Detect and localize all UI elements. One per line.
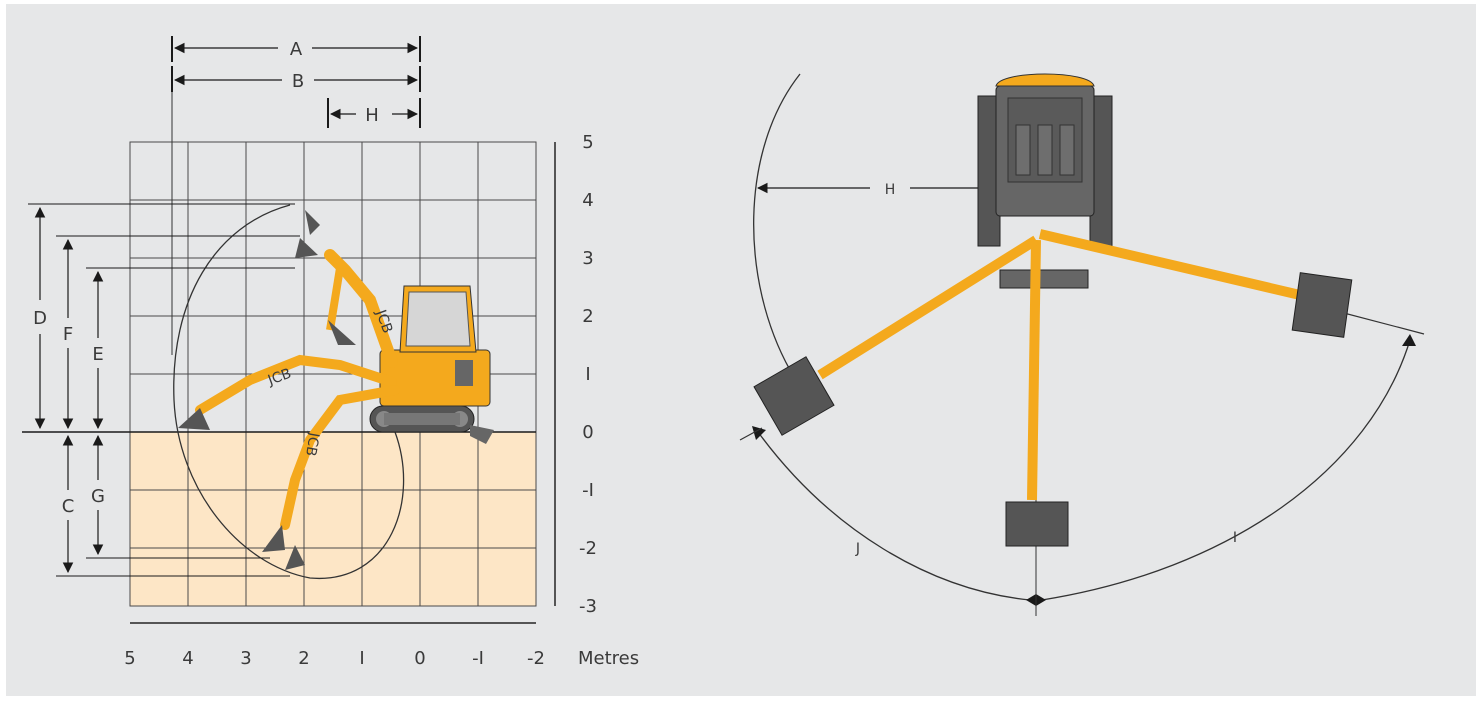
dimension-d: D <box>33 206 47 430</box>
label-a: A <box>290 39 303 60</box>
dimension-c: C <box>62 434 75 574</box>
vtick-neg1: -I <box>582 480 594 501</box>
htick-0: 0 <box>414 648 425 669</box>
vertical-scale-labels: 5 4 3 2 I 0 -I -2 -3 <box>579 132 597 617</box>
dimension-e: E <box>92 270 104 430</box>
htick-1: I <box>359 648 364 669</box>
label-h-top: H <box>885 182 896 198</box>
excavator-side-illustration: JCB JCB JCB <box>178 210 494 570</box>
vtick-neg3: -3 <box>579 596 597 617</box>
arm-logo-upper: JCB <box>372 307 395 336</box>
dimension-h-side: H <box>327 98 421 128</box>
arm-logo-left: JCB <box>265 366 294 389</box>
label-e: E <box>92 344 103 365</box>
dimension-f: F <box>62 238 74 430</box>
htick-neg2: -2 <box>527 648 545 669</box>
reach-envelope <box>173 204 405 579</box>
vtick-2: 2 <box>582 306 593 327</box>
label-c: C <box>62 496 75 517</box>
label-b: B <box>292 71 304 92</box>
htick-5: 5 <box>124 648 135 669</box>
swing-arc-j <box>757 431 1031 601</box>
vtick-1: I <box>585 364 590 385</box>
ground-area <box>130 432 536 606</box>
label-g: G <box>91 486 105 507</box>
side-view: A B H <box>22 36 639 669</box>
swing-arc-left <box>753 73 801 371</box>
label-h-side: H <box>365 105 379 126</box>
dimension-extension-lines <box>28 203 300 577</box>
top-view: H I J <box>739 73 1425 616</box>
htick-3: 3 <box>240 648 251 669</box>
label-i: I <box>1233 530 1237 546</box>
label-j: J <box>855 541 860 557</box>
label-d: D <box>33 308 47 329</box>
htick-2: 2 <box>298 648 309 669</box>
dimension-a: A <box>171 36 421 62</box>
unit-label: Metres <box>578 648 639 669</box>
vtick-4: 4 <box>582 190 593 211</box>
swing-arc-i <box>1041 339 1411 601</box>
dimension-b: B <box>171 66 421 92</box>
arm-logo-lower: JCB <box>302 430 322 457</box>
horizontal-scale-labels: 5 4 3 2 I 0 -I -2 Metres <box>124 648 639 669</box>
excavator-top-illustration <box>753 73 1353 547</box>
vtick-3: 3 <box>582 248 593 269</box>
htick-4: 4 <box>182 648 193 669</box>
htick-neg1: -I <box>472 648 484 669</box>
label-f: F <box>63 324 73 345</box>
vtick-5: 5 <box>582 132 593 153</box>
vtick-0: 0 <box>582 422 593 443</box>
dimension-g: G <box>91 434 105 556</box>
vtick-neg2: -2 <box>579 538 597 559</box>
